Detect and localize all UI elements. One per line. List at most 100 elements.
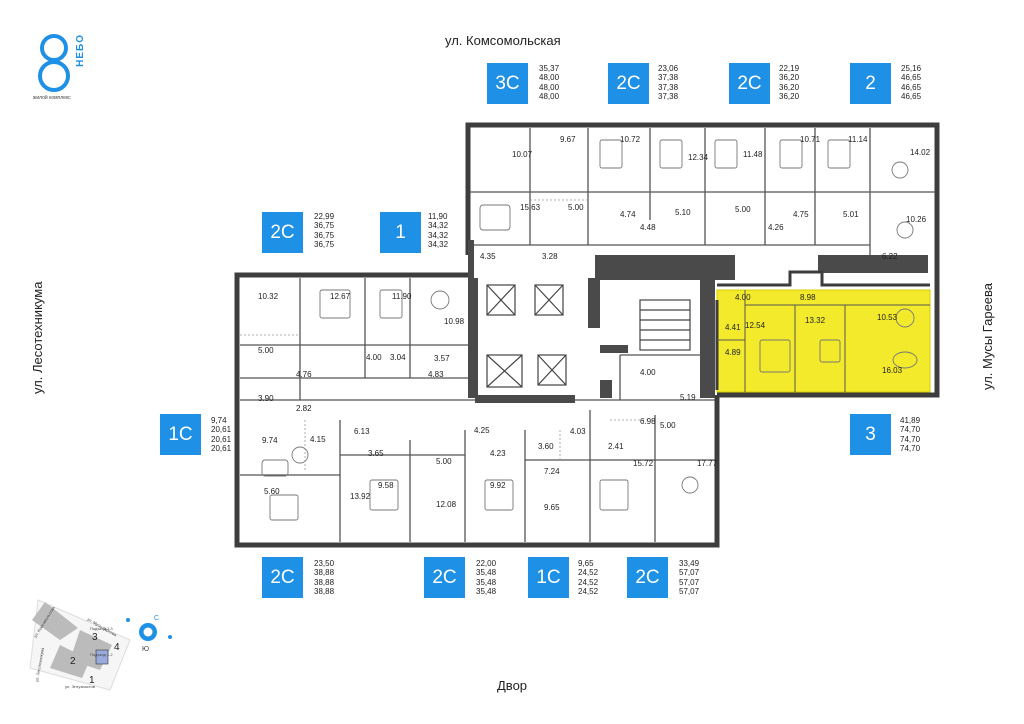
room-area-label: 4.75	[793, 210, 809, 219]
room-area-label: 4.00	[366, 353, 382, 362]
room-area-label: 8.98	[800, 293, 816, 302]
room-area-label: 5.00	[436, 457, 452, 466]
room-area-label: 2.82	[296, 404, 312, 413]
room-area-label: 2.41	[608, 442, 624, 451]
room-area-label: 4.00	[735, 293, 751, 302]
room-area-label: 4.25	[474, 426, 490, 435]
minimap-street-bottom: ул. Энтузиастов	[65, 684, 95, 689]
room-area-label: 9.67	[560, 135, 576, 144]
room-area-label: 4.26	[768, 223, 784, 232]
room-area-label: 10.07	[512, 150, 533, 159]
minimap-entrance-label: Подъезд 1.3	[90, 626, 113, 631]
minimap-number: 1	[89, 675, 95, 686]
room-area-label: 3.90	[258, 394, 274, 403]
room-area-label: 5.10	[675, 208, 691, 217]
room-area-label: 4.76	[296, 370, 312, 379]
room-area-label: 12.54	[745, 321, 766, 330]
minimap-entrance-label: Подъезд 1.2	[90, 652, 113, 657]
room-area-label: 3.04	[390, 353, 406, 362]
room-area-label: 4.00	[640, 368, 656, 377]
room-area-label: 4.15	[310, 435, 326, 444]
room-area-label: 3.28	[542, 252, 558, 261]
room-area-label: 5.00	[660, 421, 676, 430]
room-area-label: 13.32	[805, 316, 826, 325]
apartment-type-badge[interactable]: 3С	[487, 63, 528, 104]
room-area-label: 11.48	[743, 150, 763, 159]
apartment-type-badge[interactable]: 2С	[608, 63, 649, 104]
room-area-label: 15.72	[633, 459, 654, 468]
room-area-label: 10.32	[258, 292, 279, 301]
elevator-core	[486, 284, 691, 388]
site-minimap: ул. Комсомольская ул. Мусы Гареева ул. Л…	[29, 599, 172, 691]
apartment-type-badge[interactable]: 2С	[729, 63, 770, 104]
room-area-label: 6.98	[640, 417, 656, 426]
street-bottom: Двор	[497, 678, 528, 693]
room-area-label: 9.92	[490, 481, 506, 490]
apartment-type-badge[interactable]: 2С	[424, 557, 465, 598]
apartment-type-badge[interactable]: 1С	[160, 414, 201, 455]
room-area-label: 12.34	[688, 153, 709, 162]
room-area-label: 10.72	[620, 135, 641, 144]
room-area-label: 4.48	[640, 223, 656, 232]
apartment-type-badge[interactable]: 3	[850, 414, 891, 455]
room-area-label: 5.00	[735, 205, 751, 214]
room-area-label: 5.00	[258, 346, 274, 355]
apartment-type-badge[interactable]: 1	[380, 212, 421, 253]
street-top: ул. Комсомольская	[445, 33, 561, 48]
room-area-label: 10.71	[800, 135, 821, 144]
compass-south: Ю	[142, 646, 149, 653]
street-right: ул. Мусы Гареева	[980, 282, 995, 390]
apartment-type-badge[interactable]: 1С	[528, 557, 569, 598]
room-area-label: 4.23	[490, 449, 506, 458]
room-area-label: 9.58	[378, 481, 394, 490]
room-area-label: 3.60	[538, 442, 554, 451]
room-area-label: 12.08	[436, 500, 457, 509]
building-outline	[234, 122, 940, 548]
room-area-label: 4.41	[725, 323, 741, 332]
apartment-type-badge[interactable]: 2	[850, 63, 891, 104]
room-area-label: 10.26	[906, 215, 927, 224]
room-area-label: 6.22	[882, 252, 898, 261]
compass-north: С	[154, 615, 159, 622]
room-area-label: 5.01	[843, 210, 859, 219]
room-area-label: 6.13	[354, 427, 370, 436]
room-area-label: 13.92	[350, 492, 371, 501]
apartment-type-badge[interactable]: 2С	[262, 557, 303, 598]
room-area-label: 4.03	[570, 427, 586, 436]
minimap-street-left: ул. Лесотехникума	[34, 646, 45, 682]
door-lines	[240, 199, 655, 470]
logo-icon	[38, 34, 70, 92]
room-area-label: 9.74	[262, 436, 278, 445]
brand-word: НЕБО	[75, 34, 86, 67]
selected-apartment[interactable]	[715, 270, 931, 393]
room-area-label: 4.83	[428, 370, 444, 379]
room-area-label: 3.65	[368, 449, 384, 458]
minimap-number: 4	[114, 642, 120, 653]
minimap-number: 2	[70, 656, 76, 667]
room-area-label: 5.60	[264, 487, 280, 496]
room-area-label: 15.63	[520, 203, 541, 212]
apartment-type-badge[interactable]: 2С	[627, 557, 668, 598]
apartment-type-badge[interactable]: 2С	[262, 212, 303, 253]
room-area-label: 9.65	[544, 503, 560, 512]
room-area-label: 16.03	[882, 366, 903, 375]
room-area-label: 4.89	[725, 348, 741, 357]
wall-partitions	[468, 240, 928, 403]
room-area-label: 12.67	[330, 292, 351, 301]
room-area-label: 3.57	[434, 354, 450, 363]
room-area-label: 11.14	[848, 135, 868, 144]
room-area-label: 10.53	[877, 313, 898, 322]
room-area-label: 4.74	[620, 210, 636, 219]
